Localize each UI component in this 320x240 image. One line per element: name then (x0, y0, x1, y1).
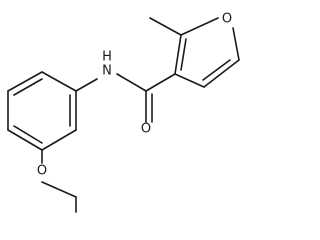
ether-oxygen-label: O (37, 164, 47, 179)
bond (7, 129, 43, 151)
atom-labels: N H O O O (37, 12, 232, 179)
bond (180, 17, 219, 36)
double-bond-inner (180, 38, 187, 71)
bond (174, 73, 205, 88)
double-bond-inner (13, 78, 43, 96)
bond (41, 181, 77, 198)
bond (41, 129, 77, 151)
bond (145, 73, 176, 92)
amide-hydrogen-label: H (102, 50, 112, 65)
methyl-bond (149, 17, 182, 36)
double-bond-inner (13, 125, 43, 144)
bond (232, 27, 240, 61)
bond (41, 71, 77, 92)
amide-nitrogen-label: N (102, 64, 112, 79)
benzene-ring (7, 71, 77, 151)
furan-ring (149, 17, 240, 88)
furan-oxygen-label: O (222, 12, 232, 27)
carbonyl-oxygen-label: O (141, 122, 151, 137)
bond (75, 78, 98, 92)
ethoxy-group (41, 149, 77, 213)
double-bond-inner (202, 59, 231, 81)
bond (203, 59, 240, 88)
amide-group (75, 73, 176, 123)
bond (174, 34, 182, 75)
chemical-structure-diagram: N H O O O (7, 12, 240, 213)
bond (116, 73, 147, 92)
bond (7, 71, 43, 92)
